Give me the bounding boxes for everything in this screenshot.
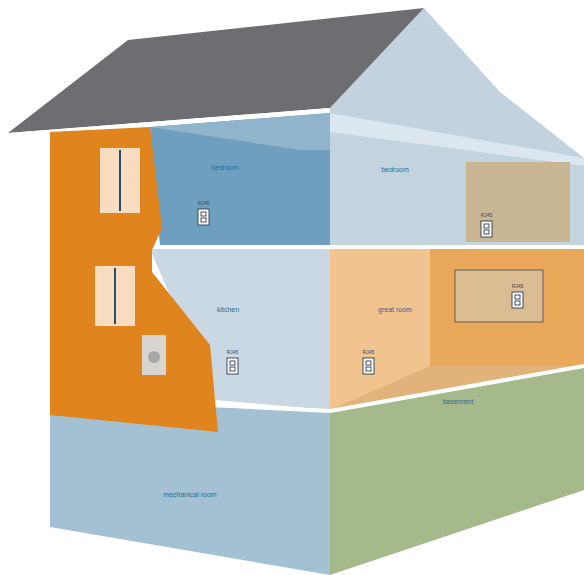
room-area: bedroom (378, 164, 412, 176)
jack-label: RJ45 (481, 213, 493, 218)
jack-label: RJ45 (512, 284, 524, 289)
room-area: basement (440, 396, 477, 408)
room-area: great room (375, 304, 415, 316)
room-area: bedroom (208, 162, 242, 174)
jack-label: RJ45 (198, 201, 210, 206)
room-name: basement (443, 398, 474, 406)
room-name: bedroom (381, 166, 409, 174)
jack-label: RJ45 (227, 350, 239, 355)
room-name: great room (378, 306, 412, 314)
room-name: mechanical room (163, 491, 216, 499)
jack-label: RJ45 (363, 350, 375, 355)
wall-jacks (198, 209, 523, 374)
room-area: mechanical room (160, 489, 219, 501)
room-area: kitchen (214, 304, 242, 316)
room-name: kitchen (217, 306, 239, 314)
room-name: bedroom (211, 164, 239, 172)
